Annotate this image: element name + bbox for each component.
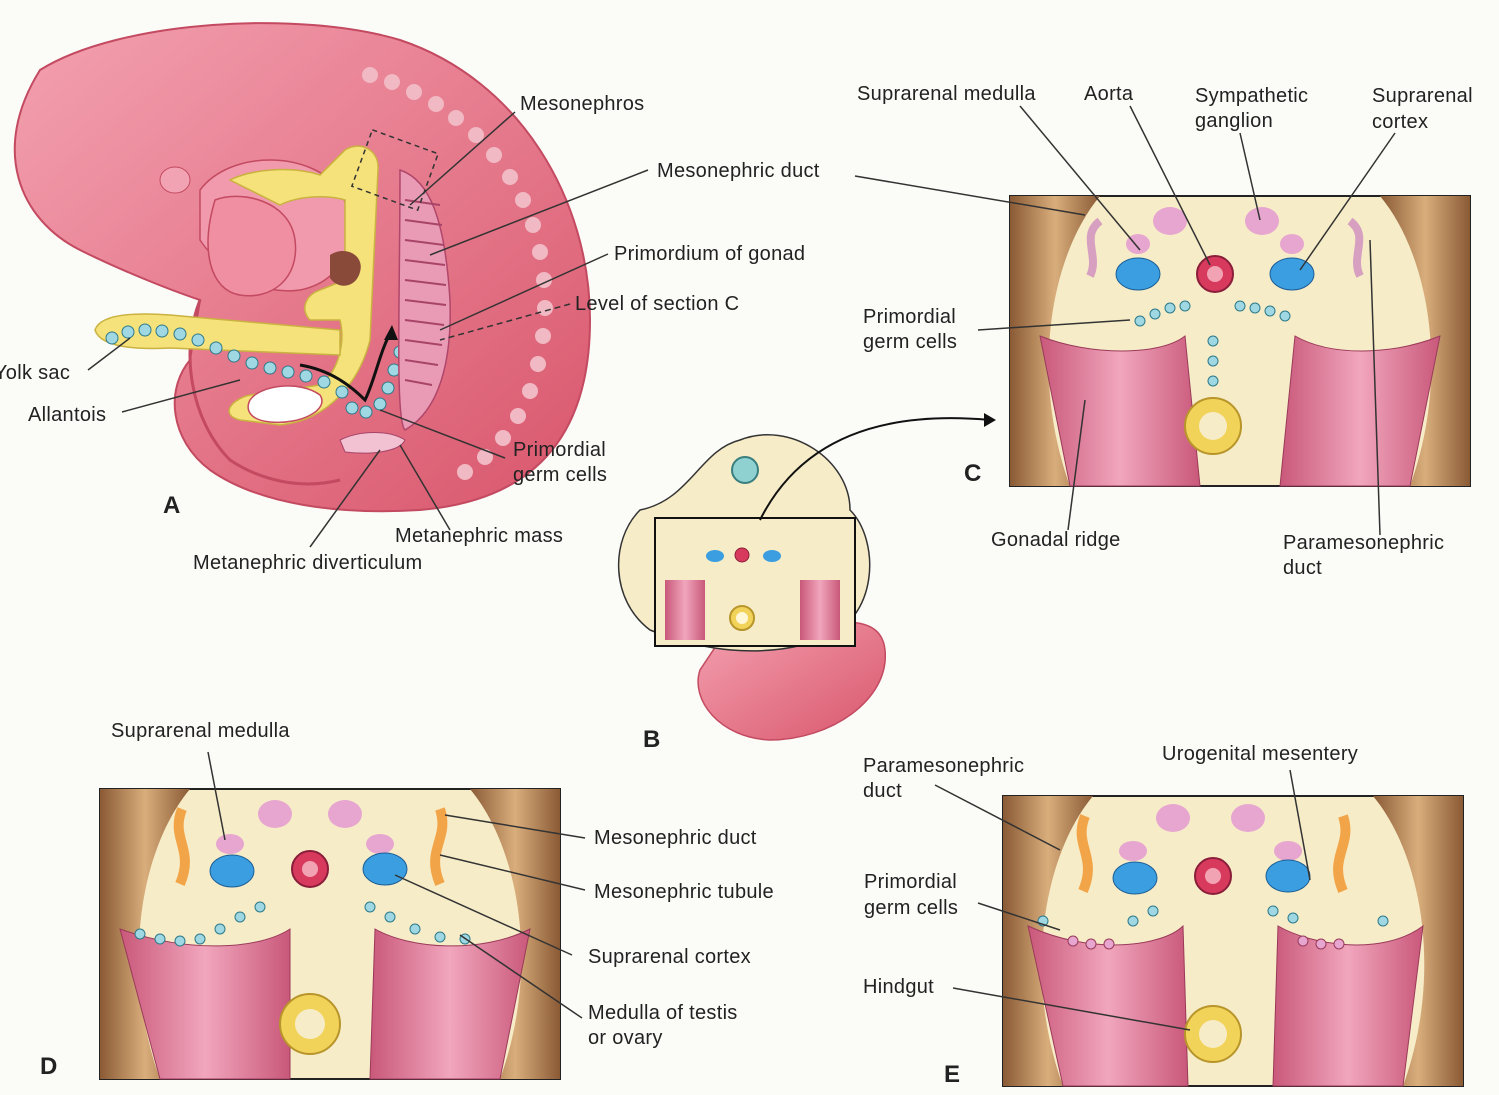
label-mesonephros: Mesonephros bbox=[520, 92, 644, 117]
label-level-section-c: Level of section C bbox=[575, 292, 739, 317]
label-allantois: Allantois bbox=[28, 403, 106, 428]
panel-label-a: A bbox=[163, 492, 180, 520]
label-primordial-germ-a-1: Primordial bbox=[513, 438, 606, 463]
label-aorta: Aorta bbox=[1084, 82, 1133, 107]
label-paramesonephric-c-1: Paramesonephric bbox=[1283, 531, 1444, 556]
panel-label-c: C bbox=[964, 460, 981, 488]
label-urogenital-mesentery: Urogenital mesentery bbox=[1162, 742, 1358, 767]
panel-b-section bbox=[619, 413, 996, 740]
panel-label-b: B bbox=[643, 726, 660, 754]
label-mesonephric-tubule: Mesonephric tubule bbox=[594, 880, 774, 905]
neural-tube bbox=[732, 457, 758, 483]
label-medulla-testis-2: or ovary bbox=[588, 1026, 663, 1051]
label-suprarenal-medulla-d: Suprarenal medulla bbox=[111, 719, 290, 744]
label-metanephric-diverticulum: Metanephric diverticulum bbox=[193, 551, 423, 576]
label-sympathetic-1: Sympathetic bbox=[1195, 84, 1308, 109]
label-gonadal-ridge: Gonadal ridge bbox=[991, 528, 1121, 553]
label-primordium-gonad: Primordium of gonad bbox=[614, 242, 805, 267]
panel-label-e: E bbox=[944, 1061, 960, 1089]
label-suprarenal-cortex-c-1: Suprarenal bbox=[1372, 84, 1473, 109]
label-paramesonephric-e-2: duct bbox=[863, 779, 902, 804]
eye-placode bbox=[160, 167, 190, 193]
panel-d-section: D bbox=[40, 789, 560, 1080]
label-mesonephric-duct-d: Mesonephric duct bbox=[594, 826, 757, 851]
label-suprarenal-cortex-c-2: cortex bbox=[1372, 110, 1428, 135]
panel-a-embryo bbox=[15, 23, 590, 511]
label-mesonephric-duct-a: Mesonephric duct bbox=[657, 159, 820, 184]
panel-e-section bbox=[1003, 796, 1463, 1086]
label-primordial-germ-c-1: Primordial bbox=[863, 305, 956, 330]
label-paramesonephric-e-1: Paramesonephric bbox=[863, 754, 1024, 779]
panel-d-letter: D bbox=[40, 1053, 57, 1080]
label-suprarenal-cortex-d: Suprarenal cortex bbox=[588, 945, 751, 970]
label-medulla-testis-1: Medulla of testis bbox=[588, 1001, 738, 1026]
label-paramesonephric-c-2: duct bbox=[1283, 556, 1322, 581]
label-primordial-germ-e-1: Primordial bbox=[864, 870, 957, 895]
label-primordial-germ-c-2: germ cells bbox=[863, 330, 957, 355]
label-yolk-sac: Yolk sac bbox=[0, 361, 70, 386]
label-primordial-germ-e-2: germ cells bbox=[864, 896, 958, 921]
label-suprarenal-medulla-c: Suprarenal medulla bbox=[857, 82, 1036, 107]
label-hindgut: Hindgut bbox=[863, 975, 934, 1000]
label-primordial-germ-a-2: germ cells bbox=[513, 463, 607, 488]
label-sympathetic-2: ganglion bbox=[1195, 109, 1273, 134]
label-metanephric-mass: Metanephric mass bbox=[395, 524, 563, 549]
